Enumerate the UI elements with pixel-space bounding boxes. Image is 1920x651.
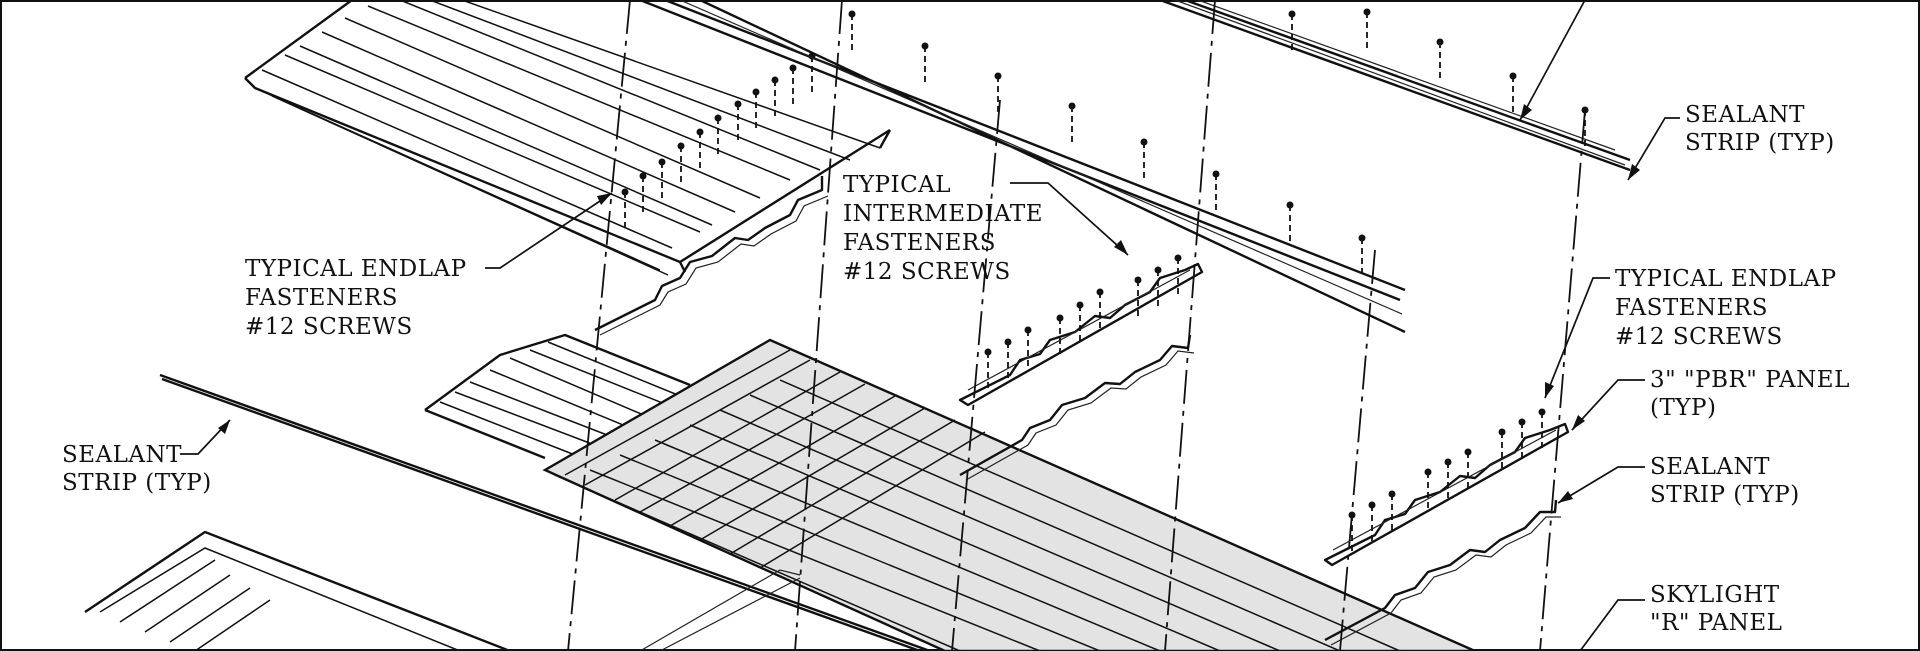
intermediate-sealant-strip [959, 334, 1195, 481]
lower-left-pbr-panel [84, 530, 801, 651]
sealant-strip-mid-right-label: SEALANT STRIP (TYP) [1650, 454, 1800, 508]
right-endlap-closure-strip [1323, 422, 1570, 567]
typical-intermediate-fasteners-label: TYPICAL INTERMEDIATE FASTENERS #12 SCREW… [843, 172, 1051, 285]
skylight-r-panel-label: SKYLIGHT "R" PANEL [1650, 582, 1787, 636]
upper-left-closure-strip [594, 176, 829, 336]
sealant-strip-left-label: SEALANT STRIP (TYP) [62, 442, 212, 496]
right-sealant-strip [1324, 499, 1561, 646]
right-endlap-screws [1348, 408, 1546, 555]
middle-left-pbr-panel [424, 333, 691, 460]
typical-endlap-fasteners-left-label: TYPICAL ENDLAP FASTENERS #12 SCREWS [245, 256, 474, 340]
leader-lines [180, 0, 1680, 651]
intermediate-fastener-screws [984, 254, 1182, 392]
intermediate-closure-strip [958, 262, 1204, 407]
alignment-lines [567, 0, 1586, 651]
trim-screws [848, 8, 1589, 278]
top-right-trim-strip [1159, 0, 1631, 172]
upper-trim-strip [639, 0, 1406, 334]
sealant-strip-top-right-label: SEALANT STRIP (TYP) [1685, 102, 1835, 156]
skylight-r-panel [542, 338, 1476, 651]
pbr-panel-label: 3" "PBR" PANEL (TYP) [1650, 367, 1858, 421]
upper-left-pbr-panel [244, 0, 892, 276]
left-sealant-strip [159, 373, 931, 651]
typical-endlap-fasteners-right-label: TYPICAL ENDLAP FASTENERS #12 SCREWS [1615, 266, 1844, 350]
